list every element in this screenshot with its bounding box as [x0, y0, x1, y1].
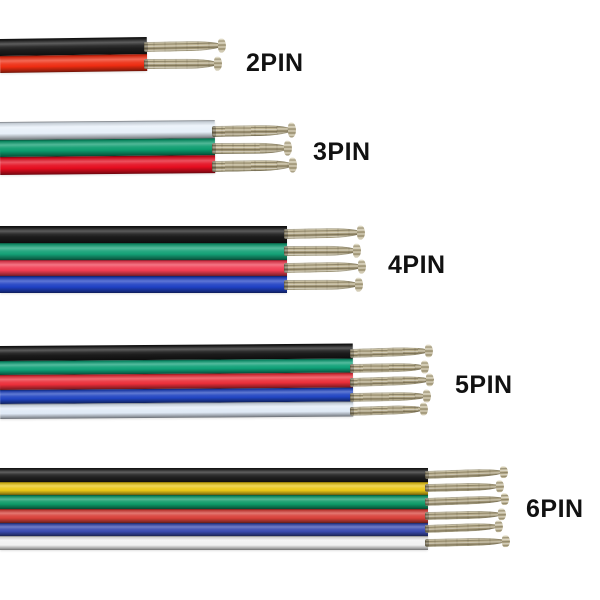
wire-blue: [0, 522, 428, 537]
bare-wire-strand: [349, 346, 430, 358]
wire-green: [0, 495, 428, 509]
bare-wire-strand: [349, 362, 426, 373]
wire-blue: [0, 276, 287, 293]
bare-wire-strand: [283, 245, 358, 257]
wire-black: [0, 36, 147, 56]
wire-blue: [0, 387, 354, 405]
label-2pin: 2PIN: [246, 49, 304, 77]
bare-wire-strand: [349, 375, 431, 387]
bare-wire-strand: [349, 404, 425, 417]
bare-wire-strand: [283, 261, 363, 273]
bare-wire-strand: [211, 142, 289, 154]
wire-black: [0, 343, 353, 361]
bare-wire-strand: [143, 40, 223, 53]
label-4pin: 4PIN: [388, 251, 446, 279]
bare-wire-strand: [424, 482, 501, 493]
cable-4pin: [0, 226, 287, 293]
wire-red: [0, 53, 148, 73]
wire-red: [0, 508, 428, 523]
cable-6pin: [0, 468, 428, 550]
wire-green: [0, 137, 216, 158]
cable-3pin: [0, 120, 216, 175]
bare-wire-strand: [424, 522, 500, 534]
label-5pin: 5PIN: [455, 371, 513, 399]
wire-white: [0, 536, 428, 550]
label-6pin: 6PIN: [526, 495, 584, 523]
bare-wire-strand: [424, 537, 507, 548]
wire-green: [0, 242, 287, 260]
bare-wire-strand: [424, 467, 505, 479]
wire-black: [0, 226, 287, 243]
bare-wire-strand: [211, 123, 293, 137]
wire-green: [0, 358, 353, 376]
wire-red: [0, 372, 354, 390]
wire-red: [0, 155, 216, 175]
bare-wire-strand: [211, 159, 294, 172]
bare-wire-strand: [283, 227, 362, 240]
wire-black: [0, 468, 428, 482]
bare-wire-strand: [424, 509, 503, 520]
bare-wire-strand: [349, 391, 428, 402]
wire-red: [0, 259, 287, 277]
bare-wire-strand: [283, 279, 360, 290]
cable-2pin: [0, 36, 148, 73]
cable-5pin: [0, 343, 354, 419]
label-3pin: 3PIN: [313, 138, 371, 166]
wire-white: [0, 401, 354, 419]
wire-yellow: [0, 481, 428, 496]
bare-wire-strand: [143, 59, 219, 70]
bare-wire-strand: [424, 495, 506, 507]
wire-white: [0, 120, 215, 140]
